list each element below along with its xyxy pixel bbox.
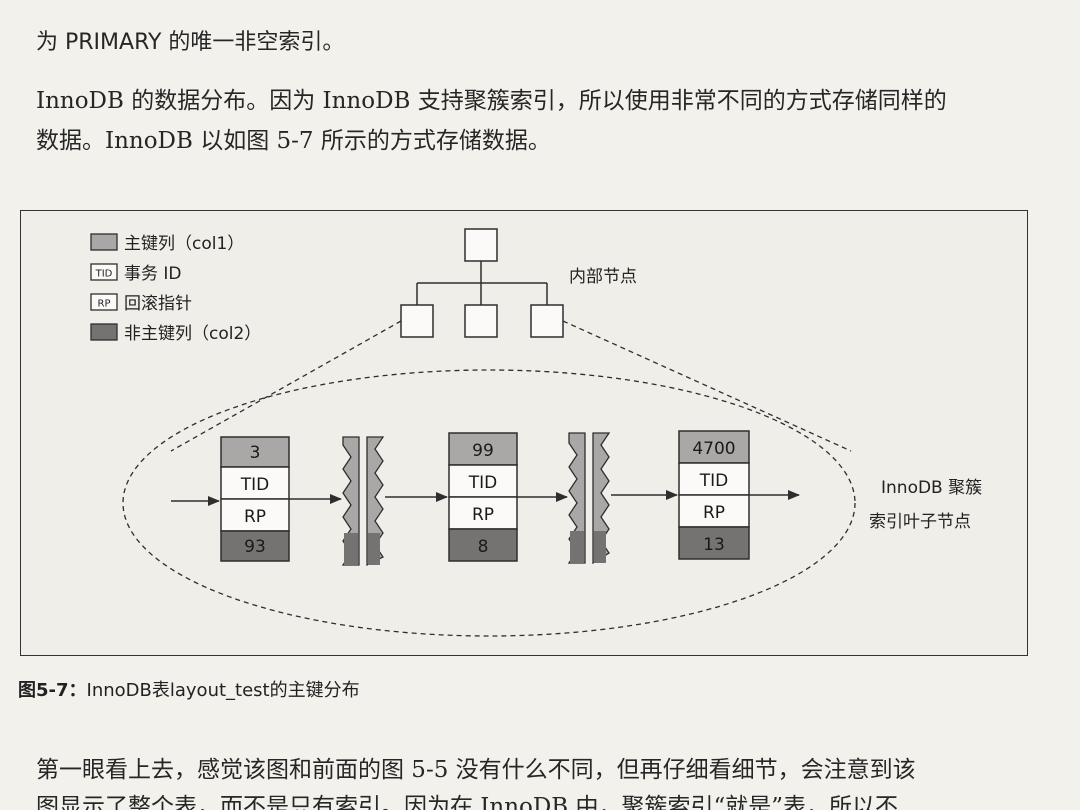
svg-text:4700: 4700 (692, 439, 735, 459)
figure-diagram: 主键列（col1） TID 事务 ID RP 回滚指针 非主键列（col2） (90, 228, 982, 637)
caption-text: InnoDB表layout_test的主键分布 (86, 680, 360, 701)
legend-item-non-primary-key: 非主键列（col2） (90, 323, 261, 344)
internal-node-root (464, 228, 498, 262)
leaf-label-line-1: InnoDB 聚簇 (881, 478, 982, 498)
node-arrows (171, 490, 800, 506)
leaf-node-3: 4700 TID RP 13 (678, 430, 750, 560)
svg-text:非主键列（col2）: 非主键列（col2） (124, 324, 261, 344)
internal-node-child-1 (400, 304, 434, 338)
internal-node-child-2 (464, 304, 498, 338)
svg-text:TID: TID (240, 475, 270, 495)
svg-text:RP: RP (244, 507, 266, 527)
body-text-line-1: 为 PRIMARY 的唯一非空索引。 (36, 30, 345, 55)
page-break-2 (567, 432, 611, 565)
leaf-node-1: 3 TID RP 93 (220, 436, 290, 562)
svg-text:99: 99 (472, 441, 494, 461)
body-text-line-3: 数据。InnoDB 以如图 5-7 所示的方式存储数据。 (36, 128, 551, 154)
body-text-line-2: InnoDB 的数据分布。因为 InnoDB 支持聚簇索引，所以使用非常不同的方… (36, 88, 947, 114)
tid-legend-glyph: TID (95, 269, 113, 280)
leaf-label-line-2: 索引叶子节点 (869, 512, 971, 532)
svg-text:TID: TID (699, 471, 729, 491)
svg-text:事务 ID: 事务 ID (124, 264, 182, 284)
rp-legend-glyph: RP (98, 299, 111, 310)
break-strip-2b (592, 432, 611, 565)
svg-text:8: 8 (478, 537, 489, 557)
internal-node-child-3 (530, 304, 564, 338)
body-text-bottom-1: 第一眼看上去，感觉该图和前面的图 5-5 没有什么不同，但再仔细看细节，会注意到… (36, 757, 916, 783)
svg-text:93: 93 (244, 537, 266, 557)
legend-item-primary-key: 主键列（col1） (90, 233, 244, 254)
caption-number: 图5-7： (18, 680, 87, 701)
svg-text:13: 13 (703, 535, 725, 555)
svg-text:3: 3 (250, 443, 261, 463)
legend-item-transaction-id: TID 事务 ID (90, 263, 182, 284)
svg-text:RP: RP (472, 505, 494, 525)
svg-text:回滚指针: 回滚指针 (124, 294, 192, 314)
internal-nodes (400, 228, 564, 338)
svg-text:主键列（col1）: 主键列（col1） (124, 234, 244, 254)
figure-5-7: 主键列（col1） TID 事务 ID RP 回滚指针 非主键列（col2） (20, 210, 1028, 656)
page-break-1 (341, 436, 385, 567)
svg-text:TID: TID (468, 473, 498, 493)
internal-node-label: 内部节点 (569, 267, 637, 287)
leaf-node-2: 99 TID RP 8 (448, 432, 518, 562)
zoom-outline (122, 320, 856, 637)
legend-item-rollback-pointer: RP 回滚指针 (90, 293, 192, 314)
legend: 主键列（col1） TID 事务 ID RP 回滚指针 非主键列（col2） (90, 233, 261, 344)
figure-caption: 图5-7：InnoDB表layout_test的主键分布 (18, 676, 360, 702)
svg-text:RP: RP (703, 503, 725, 523)
body-text-bottom-2: 图显示了整个表，而不是只有索引。因为在 InnoDB 中，聚簇索引“就是”表，所… (36, 794, 899, 810)
